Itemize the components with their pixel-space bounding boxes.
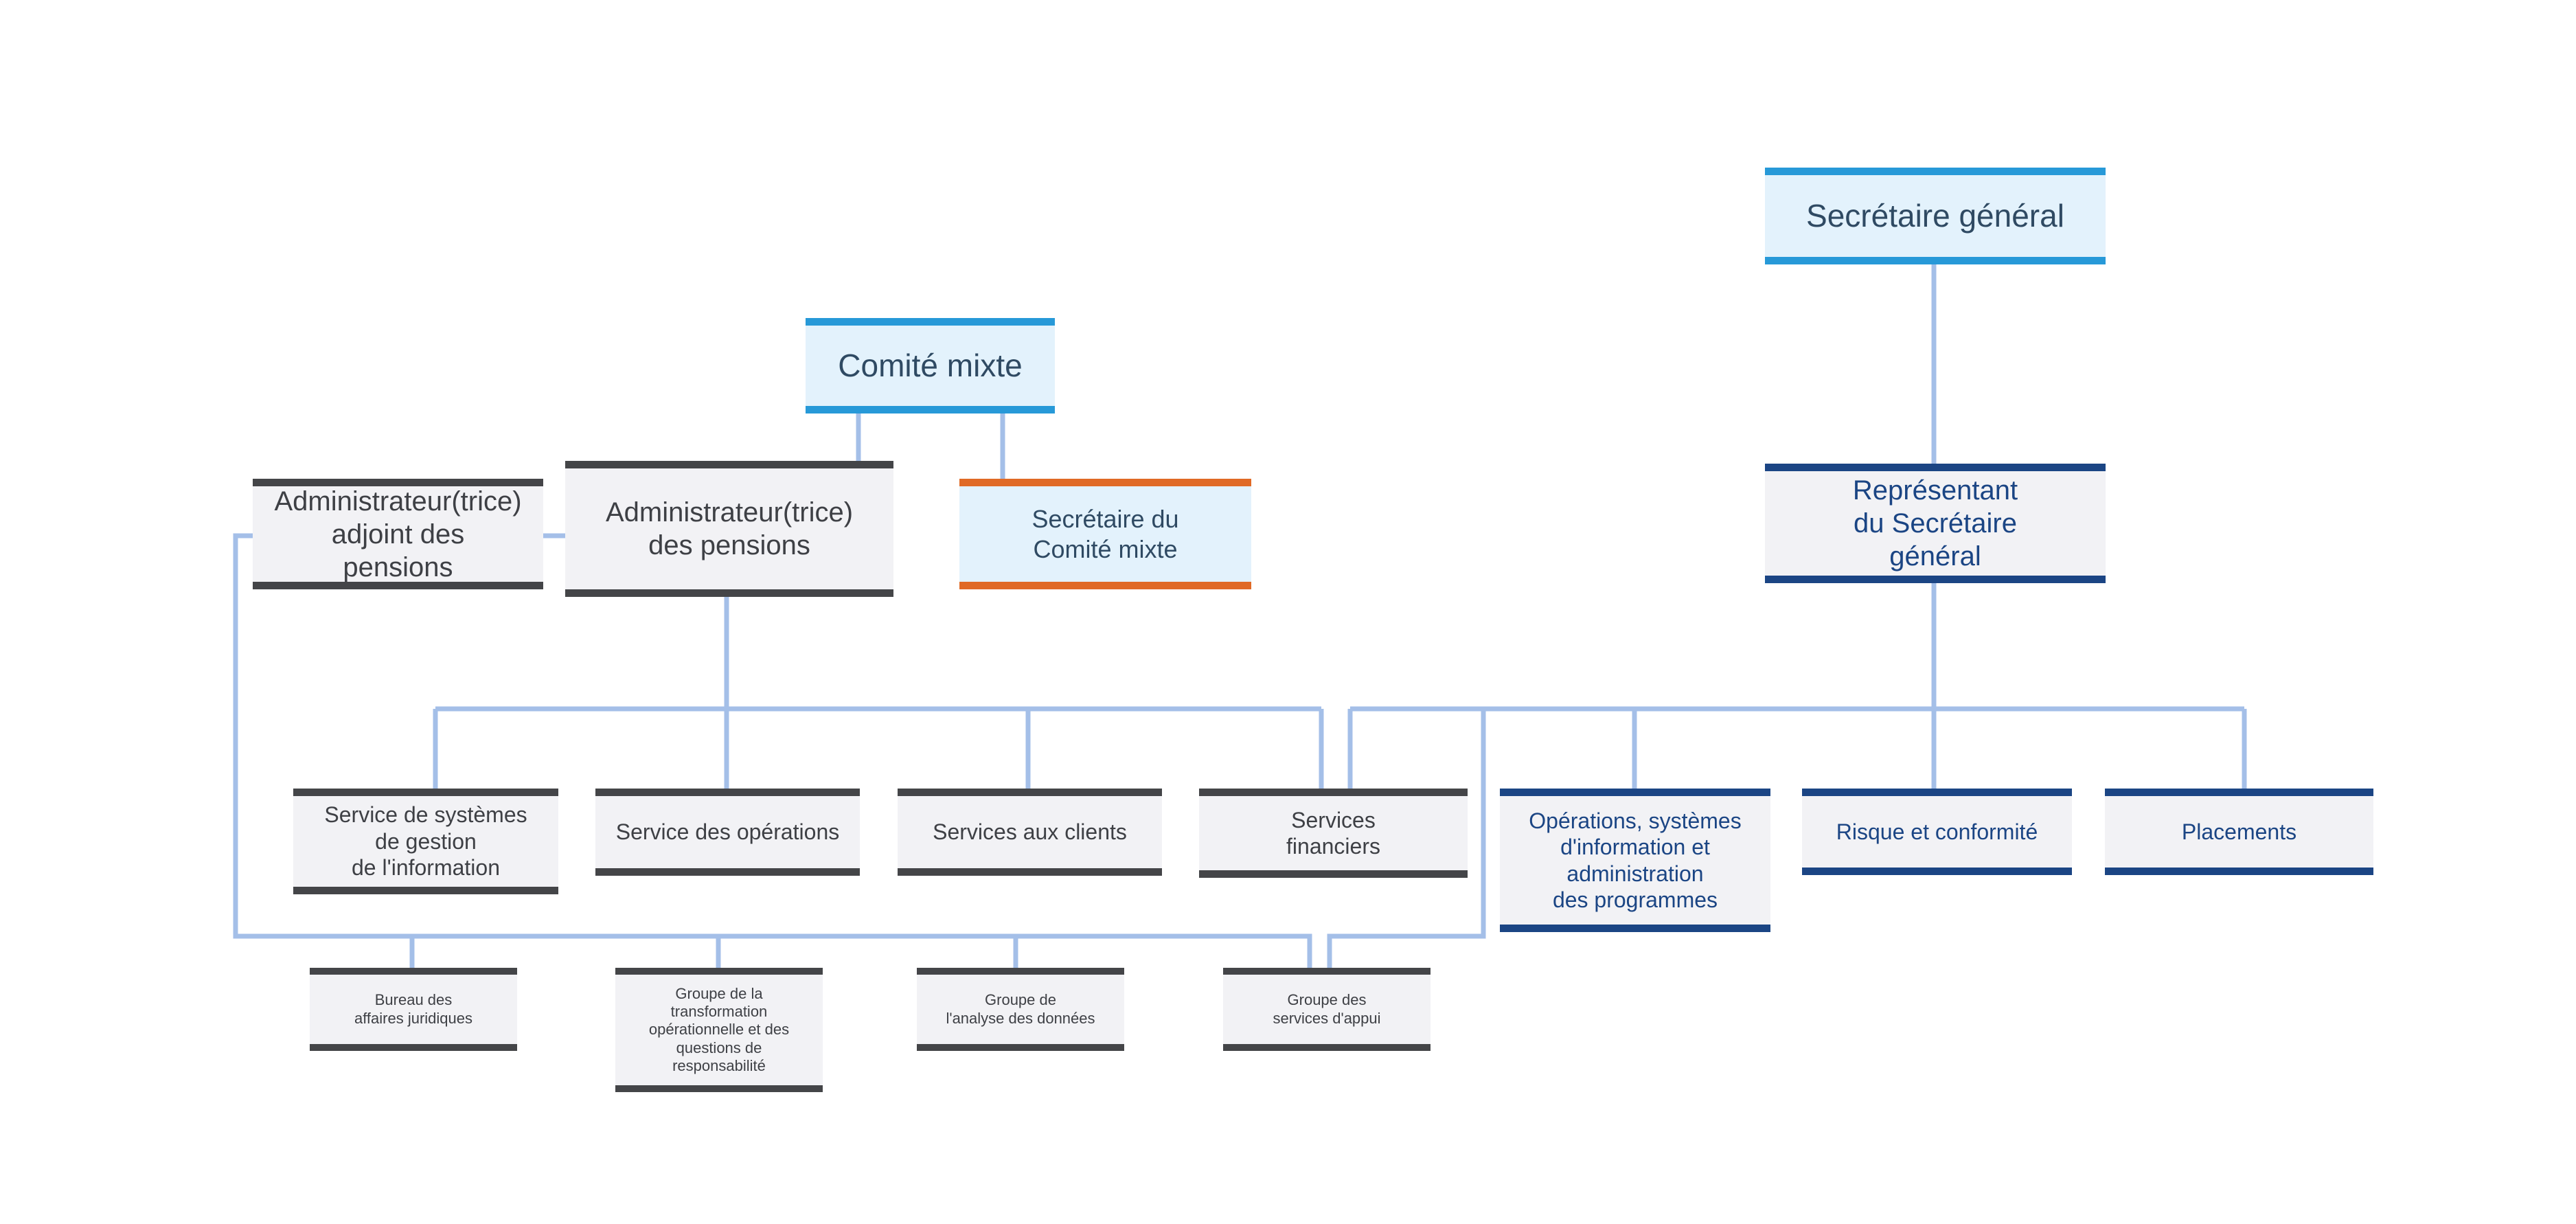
comite-mixte-label: Comité mixte	[838, 347, 1023, 383]
groupe-appui-box: Groupe des services d'appui	[1223, 968, 1431, 1051]
secretaire-comite-box: Secrétaire du Comité mixte	[959, 479, 1251, 589]
placements-label: Placements	[2181, 819, 2297, 844]
secretaire-general-box: Secrétaire général	[1765, 168, 2106, 264]
service-systemes-label: Service de systèmes de gestion de l'info…	[324, 802, 527, 881]
administrateur-adjoint-box: Administrateur(trice) adjoint des pensio…	[253, 479, 543, 589]
groupe-transformation-label: Groupe de la transformation opérationnel…	[648, 984, 790, 1075]
risque-label: Risque et conformité	[1836, 819, 2038, 844]
service-operations-label: Service des opérations	[615, 819, 840, 845]
bureau-juridique-box: Bureau des affaires juridiques	[310, 968, 517, 1051]
administrateur-box: Administrateur(trice) des pensions	[565, 461, 893, 597]
connector-groups-connector	[1327, 709, 1486, 968]
representant-label: Représentant du Secrétaire général	[1852, 475, 2018, 571]
groupe-transformation-box: Groupe de la transformation opérationnel…	[615, 968, 823, 1092]
bureau-juridique-label: Bureau des affaires juridiques	[354, 991, 473, 1027]
representant-box: Représentant du Secrétaire général	[1765, 464, 2106, 583]
comite-mixte-box: Comité mixte	[806, 318, 1055, 413]
risque-box: Risque et conformité	[1802, 789, 2072, 875]
services-clients-box: Services aux clients	[898, 789, 1162, 876]
operations-systemes-label: Opérations, systèmes d'information et ad…	[1529, 808, 1742, 912]
administrateur-label: Administrateur(trice) des pensions	[605, 497, 854, 560]
services-financiers-label: Services financiers	[1286, 807, 1380, 859]
placements-box: Placements	[2105, 789, 2373, 875]
service-systemes-box: Service de systèmes de gestion de l'info…	[293, 789, 558, 894]
connector-adjoint-loop	[233, 533, 1312, 968]
services-clients-label: Services aux clients	[933, 819, 1127, 845]
secretaire-comite-label: Secrétaire du Comité mixte	[1031, 505, 1179, 563]
groupe-appui-label: Groupe des services d'appui	[1273, 991, 1381, 1027]
groupe-analyse-box: Groupe de l'analyse des données	[917, 968, 1124, 1051]
administrateur-adjoint-label: Administrateur(trice) adjoint des pensio…	[274, 486, 522, 582]
secretaire-general-label: Secrétaire général	[1806, 197, 2064, 234]
groupe-analyse-label: Groupe de l'analyse des données	[946, 991, 1095, 1027]
service-operations-box: Service des opérations	[595, 789, 860, 876]
operations-systemes-box: Opérations, systèmes d'information et ad…	[1500, 789, 1770, 932]
services-financiers-box: Services financiers	[1199, 789, 1468, 878]
